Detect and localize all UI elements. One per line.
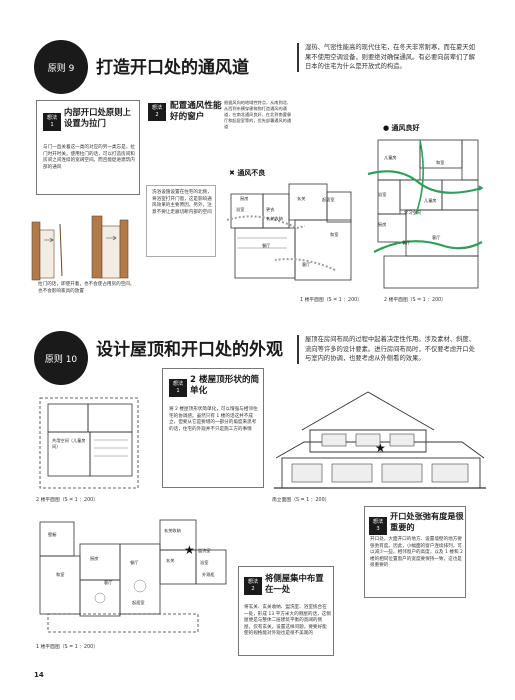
section9-idea1-box: 想法 1 内部开口处原则上设置为拉门 与门一直关着这一类的对应的另一类忘是，拉门… [36,100,140,195]
section10-idea1-tag: 想法 1 [169,379,187,397]
floor-plan-bad [226,183,352,281]
plan2-room-4: 厨房 [378,222,387,227]
plan2-room-5: 浴室 [378,192,387,197]
plan1f-room-0: 壁橱 [48,532,57,537]
plan1-room-6: 餐厅 [262,243,271,248]
page-number: 14 [34,671,44,679]
plan1-room-2: 更衣 [266,207,275,212]
plan1-room-7: 客厅 [302,262,311,267]
elevation-caption: 南立面图（S = 1 ：200） [272,498,330,503]
svg-text:★: ★ [375,441,386,455]
plan2f-caption: 2 楼平面图（S = 1 ：200） [36,498,99,503]
section9-note-box: 洗浴设施设置在住宅的北侧，将浴室打开门窗，这是影响通风效果的主要原因。另外，注意… [146,185,216,257]
cross-icon: ✖ [229,169,235,177]
plan1f-room-2: 客厅 [104,580,113,585]
plan1-room-8: 玄关收纳 [266,216,283,221]
section10-idea2-title: 将侧屋集中布置在一处 [265,573,324,594]
section10-idea1-box: 想法 1 2 楼屋顶形状的简单化 将 2 楼屋顶形状简单化，可以增强与相邻住宅的… [162,368,264,488]
plan2-room-3: 客厅 [432,235,441,240]
section9-title: 打造开口处的通风道 [96,58,249,78]
section9-idea1-body: 与门一直关着这一类的对应的另一类忘是，拉门时开时关。使用拉门的话，可以打造房间和… [43,145,135,170]
section10-idea1-title: 2 楼屋顶形状的简单化 [190,375,260,396]
section9-idea1-title: 内部开口处原则上设置为拉门 [64,107,131,128]
section9-idea1-caption: 拉门的话，即使开着，也不会使占用房的空间。也不会影响家具的放置 [38,282,135,294]
plan1-room-1: 浴室 [236,207,245,212]
plan1f-room-8: 盥洗室 [198,548,211,553]
plan1f-room-3: 厨房 [90,556,99,561]
good-label-text: 通风良好 [391,124,420,132]
section10-idea3-tag: 想法 3 [369,517,387,535]
plan1f-room-4: 餐厅 [130,560,139,565]
section9-idea2-tag: 想法 2 [148,103,166,121]
plan2-room-0: 儿童房 [384,155,397,160]
south-elevation-drawing: ★ [274,391,486,489]
plan1-room-0: 厨房 [240,196,249,201]
plan1f-room-6: 玄关收纳 [164,528,181,533]
floor-plan-1f-s10: ★ [39,519,227,633]
section9-badge-text: 原则 9 [47,63,75,74]
section9-badge: 原则 9 [34,40,88,94]
plan2-room-2: 学习空间 [404,210,421,215]
plan1-room-3: 玄关 [297,196,306,201]
good-ventilation-label: ● 通风良好 [383,123,420,133]
section9-idea2-body: 根据风向的地域性特点，从南到北、从西到东横穿建筑物打造通风的通道，在南北通风良好… [224,100,292,129]
floor-plan-good [367,139,484,289]
section10-idea3-body: 开口处，大面开口的地方、设置墙壁的地方要张弛有度。因此，小幅面的窗户连续排列，可… [370,537,463,569]
section9-note-text: 洗浴设施设置在住宅的北侧，将浴室打开门窗，这是影响通风效果的主要原因。另外，注意… [152,190,212,215]
plan2f-room-0: 共用空间（儿童房间） [52,438,86,449]
section10-idea2-tag: 想法 2 [244,577,262,595]
section10-badge-text: 原则 10 [44,354,78,365]
plan1f-room-1: 和室 [56,572,65,577]
sliding-door-illustration [31,215,129,281]
svg-text:★: ★ [184,543,195,557]
plan1f-room-9: 浴室 [200,560,209,565]
section10-title: 设计屋顶和开口处的外观 [96,340,283,360]
plan1f-room-7: 玄关 [166,558,175,563]
section10-idea3-title: 开口处张弛有度是很重要的 [390,511,464,532]
plan2-caption: 2 楼平面图（S = 1 ：200） [384,298,447,303]
section10-idea2-box: 想法 2 将侧屋集中布置在一处 将玄关、玄关收纳、盥洗室、浴室统合在一处，形成 … [238,566,334,656]
plan1f-room-5: 起居室 [132,600,145,605]
plan1-room-5: 和室 [330,232,339,237]
section10-idea3-box: 想法 3 开口处张弛有度是很重要的 开口处，大面开口的地方、设置墙壁的地方要张弛… [364,506,466,598]
section10-idea2-body: 将玄关、玄关收纳、盥洗室、浴室统合在一处，形成 13 平方米大的侧屋的话，这侧屋… [244,605,331,637]
section10-intro: 屋顶在房间布局的过程中起着决定性作用。涉及素材、斜度、流向等许多的设计要素。进行… [297,335,477,364]
section9-idea2-title: 配置通风性能好的窗户 [170,101,222,122]
plan2-room-6: 餐厅 [402,240,411,245]
plan1-caption: 1 楼平面图（S = 1 ：200） [300,298,363,303]
section9-intro: 湿热、气密性能高的现代住宅，在冬天非常耐寒，而在夏天如果不使用空调设备，则要绝对… [297,43,477,72]
section10-badge: 原则 10 [34,331,88,385]
plan2-room-7: 和室 [436,160,445,165]
bad-ventilation-label: ✖ 通风不良 [229,168,265,178]
section10-idea1-body: 将 2 楼屋顶形状简单化，可以增强与相邻住宅的协调感。虽然只有 1 楼的话这并不… [169,407,258,432]
plan1-room-4: 起居室 [322,197,335,202]
section9-idea1-tag: 想法 1 [43,113,61,131]
floor-plan-2f-s10 [39,397,139,489]
circle-icon: ● [383,124,390,132]
section9-idea2-box: 想法 2 配置通风性能好的窗户 [146,99,296,137]
bad-label-text: 通风不良 [237,169,266,177]
plan2-room-1: 儿童房 [424,198,437,203]
plan1f-caption: 1 楼平面图（S = 1 ：200） [36,645,99,650]
plan1f-room-10: 外观柜 [202,572,215,577]
